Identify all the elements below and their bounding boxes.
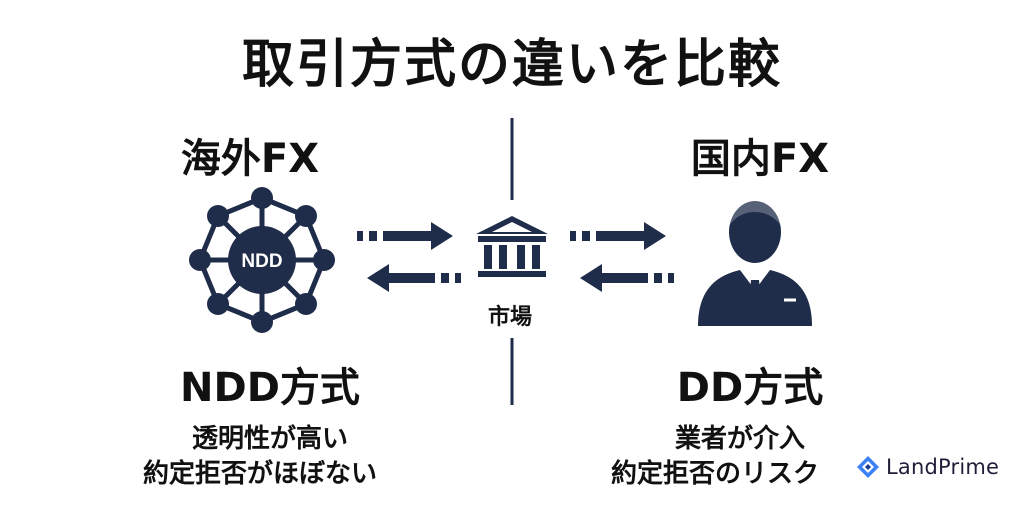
dd-description-2: 約定拒否のリスク: [610, 459, 819, 489]
ndd-description-1: 透明性が高い: [191, 424, 348, 454]
dd-method-label: DD方式: [676, 365, 824, 411]
page-title: 取引方式の違いを比較: [241, 35, 782, 95]
ndd-hub-label: NDD: [241, 251, 282, 272]
left-exchange-arrows-icon: [357, 222, 461, 292]
bank-building-icon: [476, 216, 548, 277]
network-hub-icon: NDD: [189, 187, 335, 333]
dd-description-1: 業者が介入: [674, 424, 805, 454]
businessman-icon: [698, 198, 812, 326]
brand-name: LandPrime: [886, 455, 1000, 479]
brand-watermark: LandPrime: [856, 452, 999, 482]
ndd-method-label: NDD方式: [180, 365, 360, 411]
market-label: 市場: [487, 305, 532, 330]
domestic-fx-heading: 国内FX: [690, 136, 830, 182]
right-exchange-arrows-icon: [570, 222, 674, 292]
overseas-fx-heading: 海外FX: [180, 136, 320, 182]
ndd-description-2: 約定拒否がほぼない: [142, 459, 377, 489]
landprime-logo-icon: [857, 456, 879, 478]
